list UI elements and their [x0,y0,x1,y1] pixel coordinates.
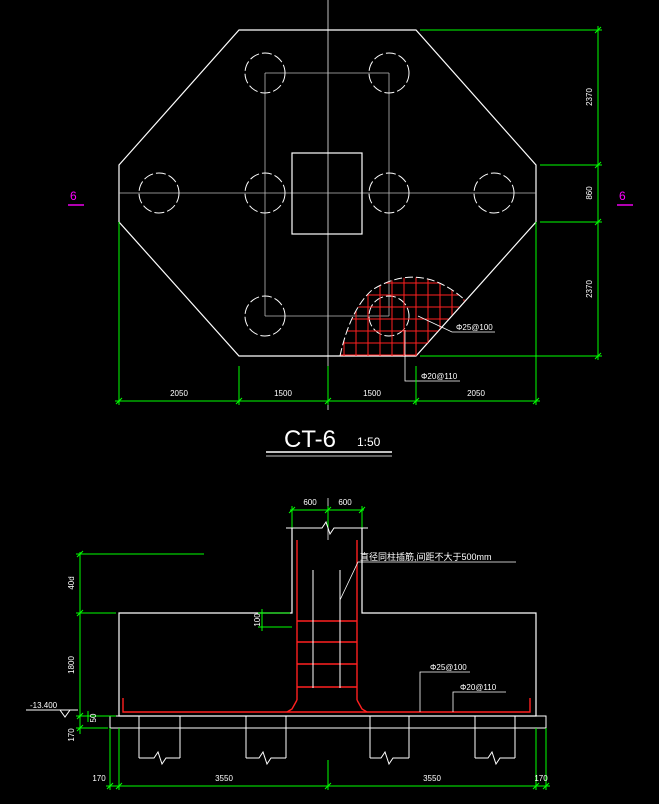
plan-dim-right-2: 860 [585,186,594,200]
section-rebar-label-main: Φ25@100 [430,663,467,672]
pile-grid [119,72,536,317]
pile-circle [368,295,410,337]
pile-circle [368,52,410,94]
section-dim-left-3: 50 [89,713,98,722]
section-dim-top-2: 600 [338,498,352,507]
plan-dimension-bottom [115,222,540,405]
level-label: -13.400 [30,701,58,710]
section-mark-right: 6 [617,189,633,206]
pile-circle [244,172,286,214]
plan-view: Φ25@100 Φ20@110 6 6 2050 1500 [68,0,633,540]
rebar-label-dist: Φ20@110 [421,372,458,381]
pile-circle [244,52,286,94]
section-dim-bottom-2: 3550 [215,774,233,783]
column-dowel-note: 直径同柱插筋,间距不大于500mm [360,551,492,562]
title-name: CT-6 [284,426,336,453]
section-dim-bottom-4: 170 [534,774,548,783]
section-dimension-top [288,506,366,528]
section-piles [138,716,516,766]
rebar-leaders [404,315,495,382]
column-outline [291,152,363,235]
rebar-label-main: Φ25@100 [456,323,493,332]
section-dim-bottom-1: 170 [92,774,106,783]
pile-circle [473,172,515,214]
plan-dimension-right [420,26,602,360]
section-dim-bottom-3: 3550 [423,774,441,783]
rebar-mesh-boundary [339,276,466,357]
plan-dim-bottom-3: 1500 [363,389,381,398]
plan-dim-right-1: 2370 [585,88,594,106]
section-dim-top-1: 600 [303,498,317,507]
section-rebar-leaders [419,671,506,712]
column-break-line [286,520,368,536]
section-rebar [122,540,531,713]
plan-dim-bottom-1: 2050 [170,389,188,398]
pile-circle [244,295,286,337]
note-leader [339,561,516,601]
blinding-layer [109,715,547,729]
section-dim-small: 100 [253,613,262,627]
level-mark: -13.400 [26,701,78,718]
tie-bars [312,570,341,688]
section-dimension-bottom [106,728,550,790]
section-mark-label: 6 [70,189,77,203]
drawing-title: CT-6 1:50 [266,426,392,457]
pile-circle [368,172,410,214]
section-dim-left-1: 40d [67,576,76,589]
section-view: 600 600 [26,498,550,790]
section-mark-label: 6 [619,189,626,203]
plan-dim-bottom-2: 1500 [274,389,292,398]
title-scale: 1:50 [357,435,381,449]
plan-dim-right-3: 2370 [585,280,594,298]
pile-circle [138,172,180,214]
plan-dim-bottom-4: 2050 [467,389,485,398]
section-dim-left-2: 1800 [67,656,76,674]
section-dim-left-4: 170 [67,728,76,742]
section-mark-left: 6 [68,189,84,206]
section-dimension-left [76,550,292,734]
piles [138,52,515,337]
section-rebar-label-dist: Φ20@110 [460,683,497,692]
rebar-mesh [340,277,465,356]
